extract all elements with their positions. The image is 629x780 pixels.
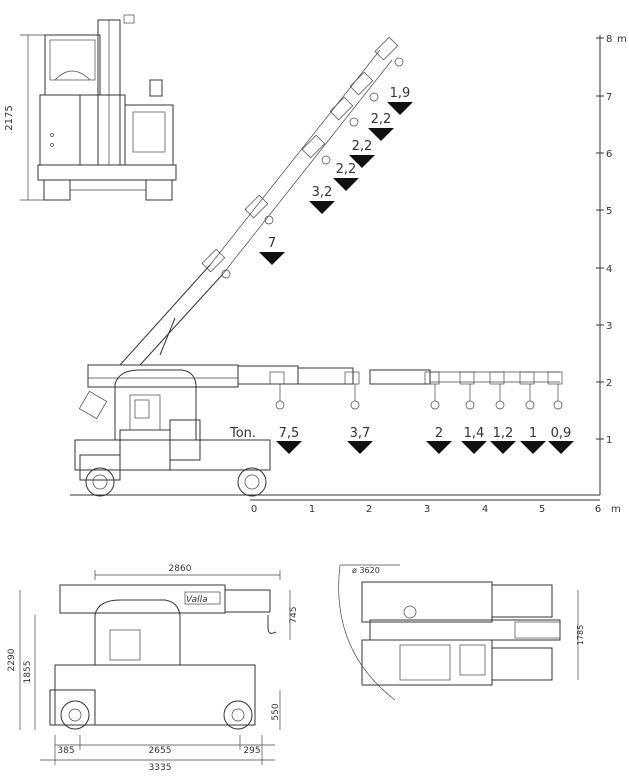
crane-side-view bbox=[74, 36, 563, 497]
dim-track-width: 1785 bbox=[576, 625, 585, 645]
y-tick-label: 2 bbox=[606, 378, 612, 389]
load-value-inclined: 7 bbox=[268, 236, 276, 251]
load-marker bbox=[387, 102, 413, 115]
top-view: ø 3620 1785 bbox=[338, 564, 585, 701]
y-tick-label: 5 bbox=[606, 206, 612, 217]
load-value-horizontal: 3,7 bbox=[350, 426, 371, 441]
hook bbox=[525, 400, 535, 410]
dim-jib-drop: 745 bbox=[289, 606, 299, 623]
x-tick-label: 2 bbox=[366, 504, 372, 515]
x-tick-label: 6 bbox=[595, 504, 601, 515]
x-tick-label: 4 bbox=[482, 504, 488, 515]
hook bbox=[349, 117, 359, 127]
hook bbox=[553, 400, 563, 410]
side-view: Valla bbox=[49, 584, 277, 730]
hook bbox=[369, 92, 379, 102]
brand-logo: Valla bbox=[186, 595, 208, 605]
load-value-inclined: 1,9 bbox=[390, 86, 411, 101]
dim-turning-radius: ø 3620 bbox=[352, 566, 380, 575]
load-marker bbox=[349, 155, 375, 168]
dim-total-length: 3335 bbox=[149, 763, 172, 773]
load-value-horizontal: 1,4 bbox=[464, 426, 485, 441]
y-tick-label: 6 bbox=[606, 149, 612, 160]
y-tick-label: 1 bbox=[606, 435, 612, 446]
horizontal-boom bbox=[237, 365, 563, 410]
dim-front-overhang: 295 bbox=[243, 746, 260, 756]
x-tick-label: 3 bbox=[424, 504, 430, 515]
x-tick-label: 0 bbox=[251, 504, 257, 515]
load-marker bbox=[461, 441, 487, 454]
load-marker bbox=[426, 441, 452, 454]
x-tick-label: 1 bbox=[309, 504, 315, 515]
load-marker bbox=[548, 441, 574, 454]
load-value-inclined: 2,2 bbox=[352, 139, 373, 154]
front-wheel bbox=[237, 467, 267, 497]
y-tick-label: 4 bbox=[606, 264, 612, 275]
hook bbox=[321, 155, 331, 165]
load-marker bbox=[520, 441, 546, 454]
front-view: 2175 bbox=[4, 14, 177, 201]
hook bbox=[275, 400, 285, 410]
load-marker bbox=[309, 201, 335, 214]
load-value-horizontal: 1,2 bbox=[493, 426, 514, 441]
dim-total-height: 2290 bbox=[7, 648, 17, 671]
load-marker bbox=[276, 441, 302, 454]
load-marker bbox=[333, 178, 359, 191]
load-marker bbox=[368, 128, 394, 141]
inclined-boom bbox=[119, 36, 404, 366]
hook bbox=[430, 400, 440, 410]
load-value-horizontal: 0,9 bbox=[551, 426, 572, 441]
hook bbox=[465, 400, 475, 410]
y-unit-label: m bbox=[617, 34, 627, 45]
y-tick-label: 3 bbox=[606, 321, 612, 332]
load-value-horizontal: 7,5 bbox=[279, 426, 300, 441]
hook bbox=[394, 57, 404, 67]
hook bbox=[495, 400, 505, 410]
dim-body-height: 1855 bbox=[23, 661, 33, 684]
ton-label: Ton. bbox=[229, 426, 256, 441]
dim-wheelbase: 2655 bbox=[149, 746, 172, 756]
load-value-horizontal: 2 bbox=[435, 426, 443, 441]
x-tick-label: 5 bbox=[539, 504, 545, 515]
dim-rear-overhang: 385 bbox=[57, 746, 74, 756]
side-view-dimensions: 2860 2290 1855 550 745 385 2655 295 3335 bbox=[7, 564, 299, 773]
load-value-horizontal: 1 bbox=[529, 426, 537, 441]
load-marker bbox=[347, 441, 373, 454]
y-tick-label: 7 bbox=[606, 92, 612, 103]
dim-front-height: 2175 bbox=[4, 105, 15, 130]
load-value-inclined: 3,2 bbox=[312, 185, 333, 200]
dim-chassis-height: 550 bbox=[271, 703, 281, 720]
load-marker bbox=[259, 252, 285, 265]
dim-overall-length: 2860 bbox=[169, 564, 192, 574]
y-tick-label: 8 bbox=[606, 34, 612, 45]
load-value-inclined: 2,2 bbox=[336, 162, 357, 177]
rear-wheel bbox=[85, 467, 115, 497]
hook bbox=[350, 400, 360, 410]
x-unit-label: m bbox=[611, 504, 621, 515]
hook bbox=[221, 269, 231, 279]
hook bbox=[264, 215, 274, 225]
load-value-inclined: 2,2 bbox=[371, 112, 392, 127]
load-marker bbox=[490, 441, 516, 454]
